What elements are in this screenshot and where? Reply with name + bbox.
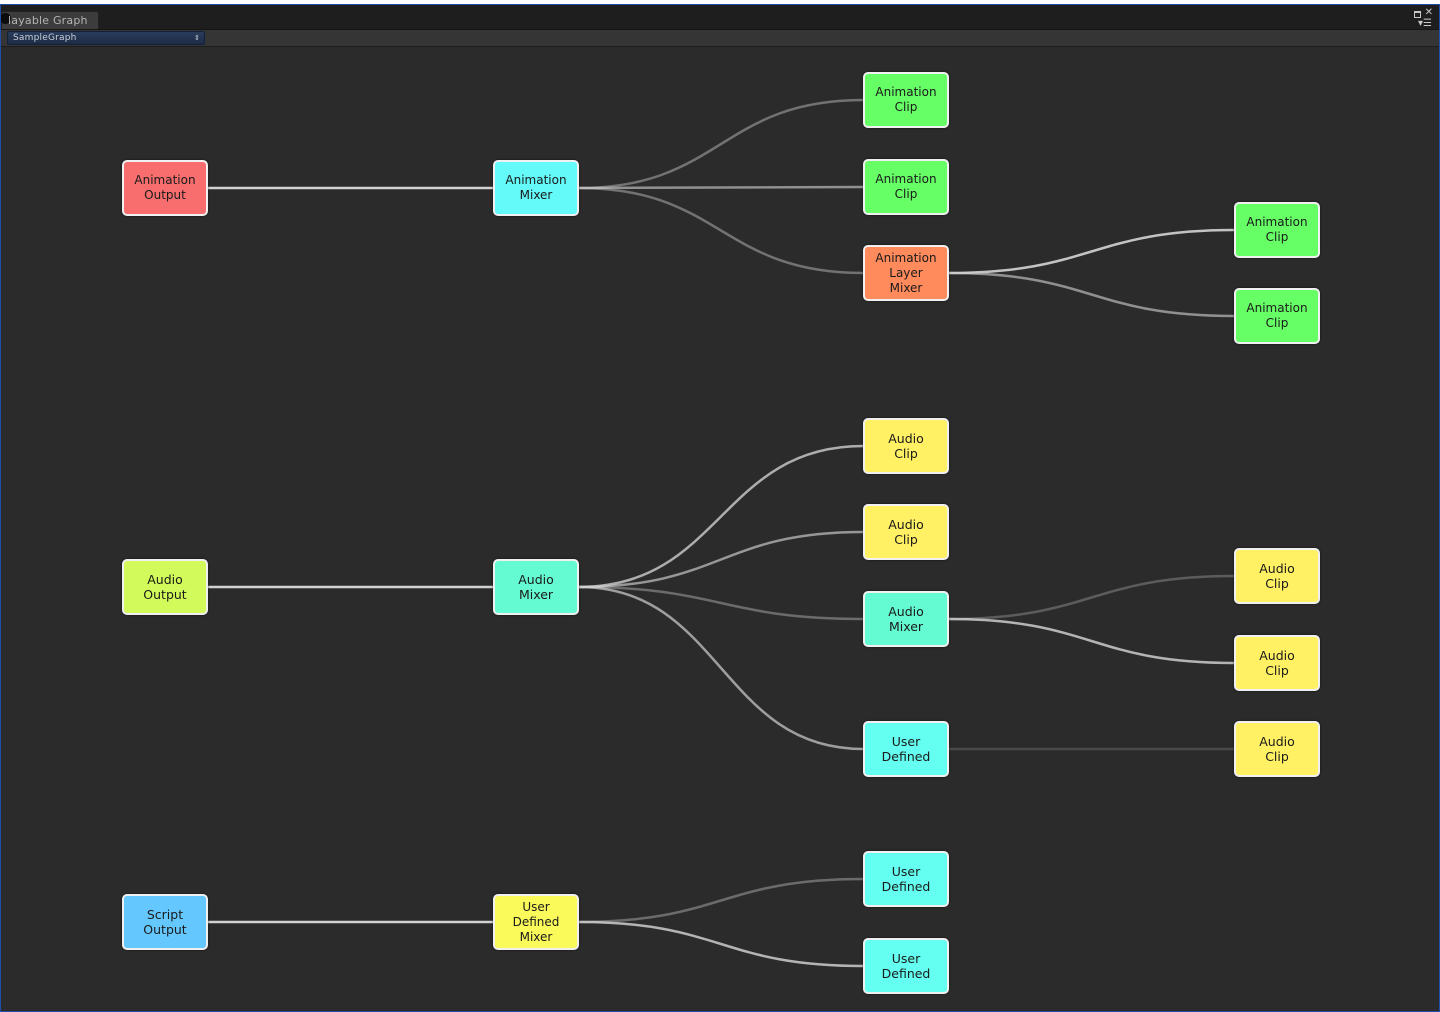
playable-graph-window: layable Graph ✕ ▾☰ SampleGraph ⇕ Animati… bbox=[0, 4, 1440, 1012]
edge-user-defined-mixer-to-user-defined-3 bbox=[578, 920, 864, 968]
window-tab[interactable]: layable Graph bbox=[1, 11, 99, 29]
node-label: Animation Clip bbox=[875, 172, 937, 201]
node-anim-output[interactable]: Animation Output bbox=[122, 160, 208, 216]
node-label: Audio Mixer bbox=[518, 572, 554, 602]
node-audio-mixer-2[interactable]: Audio Mixer bbox=[863, 591, 949, 647]
node-label: Audio Output bbox=[143, 572, 187, 602]
node-label: User Defined bbox=[881, 951, 931, 981]
tab-icon bbox=[1, 13, 11, 24]
node-anim-clip-2[interactable]: Animation Clip bbox=[863, 159, 949, 215]
edge-audio-mixer-2-to-audio-clip-4 bbox=[948, 617, 1235, 665]
node-audio-clip-1[interactable]: Audio Clip bbox=[863, 418, 949, 474]
node-audio-clip-3[interactable]: Audio Clip bbox=[1234, 548, 1320, 604]
node-script-output[interactable]: Script Output bbox=[122, 894, 208, 950]
node-anim-clip-1[interactable]: Animation Clip bbox=[863, 72, 949, 128]
node-label: Script Output bbox=[143, 907, 187, 937]
edge-anim-mixer-to-anim-clip-1 bbox=[578, 98, 864, 190]
edge-anim-mixer-to-anim-clip-2 bbox=[578, 185, 864, 190]
node-label: Animation Mixer bbox=[505, 173, 567, 202]
window-controls: ✕ ▾☰ bbox=[1411, 7, 1435, 29]
node-audio-clip-5[interactable]: Audio Clip bbox=[1234, 721, 1320, 777]
node-label: Audio Clip bbox=[1259, 561, 1295, 591]
edge-audio-mixer-to-audio-clip-1 bbox=[578, 444, 864, 589]
node-label: Audio Mixer bbox=[888, 604, 924, 634]
edge-anim-layer-mixer-to-anim-clip-3 bbox=[948, 228, 1235, 275]
node-user-defined-mixer[interactable]: User Defined Mixer bbox=[493, 894, 579, 950]
node-label: Animation Layer Mixer bbox=[875, 250, 937, 295]
maximize-icon[interactable] bbox=[1414, 11, 1421, 18]
node-anim-clip-4[interactable]: Animation Clip bbox=[1234, 288, 1320, 344]
window-title: layable Graph bbox=[8, 14, 88, 27]
edge-audio-mixer-to-audio-mixer-2 bbox=[578, 585, 864, 621]
edge-anim-mixer-to-anim-layer-mixer bbox=[578, 186, 864, 275]
window-tab-bar: layable Graph ✕ ▾☰ bbox=[1, 5, 1439, 30]
node-audio-clip-2[interactable]: Audio Clip bbox=[863, 504, 949, 560]
node-audio-mixer[interactable]: Audio Mixer bbox=[493, 559, 579, 615]
graph-selector-value: SampleGraph bbox=[13, 33, 77, 43]
menu-icon[interactable]: ▾☰ bbox=[1418, 18, 1432, 29]
node-label: Animation Clip bbox=[1246, 301, 1308, 330]
node-label: Animation Output bbox=[134, 173, 196, 202]
edge-user-defined-mixer-to-user-defined-2 bbox=[578, 877, 864, 924]
node-user-defined-2[interactable]: User Defined bbox=[863, 851, 949, 907]
node-label: Audio Clip bbox=[1259, 648, 1295, 678]
edge-audio-mixer-2-to-audio-clip-3 bbox=[948, 574, 1235, 621]
graph-selector-dropdown[interactable]: SampleGraph ⇕ bbox=[7, 31, 205, 45]
edge-audio-mixer-to-user-defined-1 bbox=[578, 585, 864, 751]
node-audio-clip-4[interactable]: Audio Clip bbox=[1234, 635, 1320, 691]
node-label: Audio Clip bbox=[888, 517, 924, 547]
node-label: Audio Clip bbox=[888, 431, 924, 461]
node-label: Animation Clip bbox=[875, 85, 937, 114]
node-label: User Defined bbox=[881, 734, 931, 764]
node-label: User Defined Mixer bbox=[512, 899, 560, 944]
close-icon[interactable]: ✕ bbox=[1424, 7, 1433, 18]
node-label: Animation Clip bbox=[1246, 215, 1308, 244]
node-label: Audio Clip bbox=[1259, 734, 1295, 764]
toolbar: SampleGraph ⇕ bbox=[1, 30, 1439, 47]
node-user-defined-3[interactable]: User Defined bbox=[863, 938, 949, 994]
node-user-defined-1[interactable]: User Defined bbox=[863, 721, 949, 777]
node-label: User Defined bbox=[881, 864, 931, 894]
edge-anim-layer-mixer-to-anim-clip-4 bbox=[948, 271, 1235, 318]
node-audio-output[interactable]: Audio Output bbox=[122, 559, 208, 615]
chevron-updown-icon: ⇕ bbox=[194, 34, 200, 42]
node-anim-mixer[interactable]: Animation Mixer bbox=[493, 160, 579, 216]
graph-edges bbox=[207, 98, 1235, 968]
node-anim-layer-mixer[interactable]: Animation Layer Mixer bbox=[863, 245, 949, 301]
edge-audio-mixer-to-audio-clip-2 bbox=[578, 530, 864, 589]
node-anim-clip-3[interactable]: Animation Clip bbox=[1234, 202, 1320, 258]
